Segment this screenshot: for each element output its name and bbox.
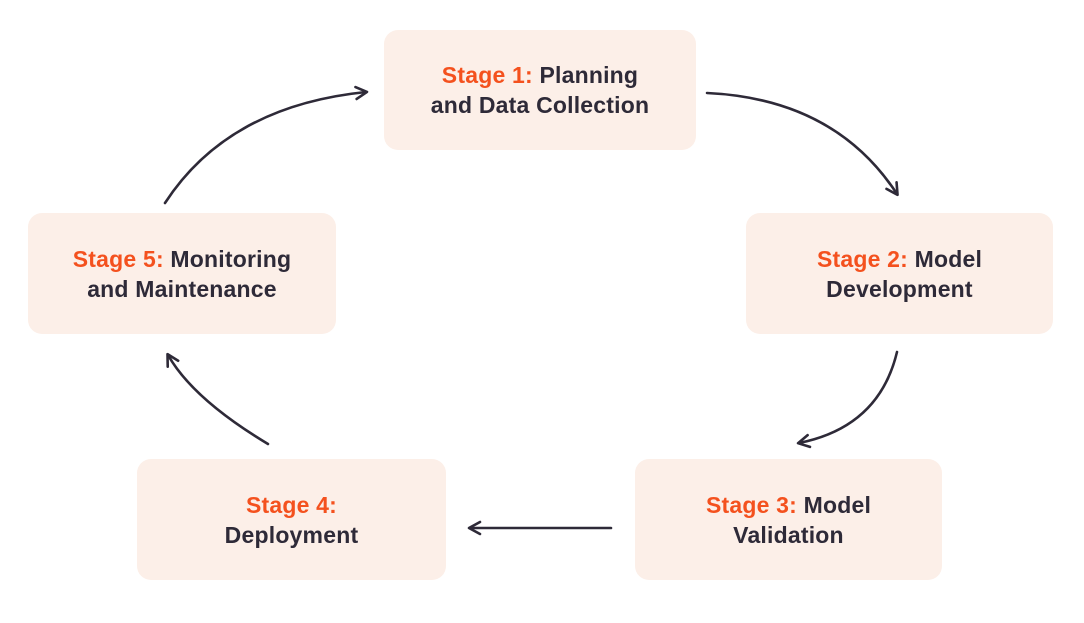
stage-2-label: Stage 2: Model Development (817, 244, 982, 304)
stage-3-label: Stage 3: Model Validation (706, 490, 871, 550)
stage-5-title: Monitoring and Maintenance (87, 245, 292, 302)
arrow-stage-2-to-stage-3 (796, 350, 899, 449)
stage-1-title: Planning and Data Collection (430, 62, 650, 118)
stage-4-title: Deployment (224, 521, 359, 548)
stage-1-label: Stage 1: Planning and Data Collection (431, 60, 650, 120)
stage-5-box: Stage 5: Monitoring and Maintenance (28, 213, 336, 334)
stage-3-prefix: Stage 3: (705, 491, 798, 518)
stage-4-label: Stage 4: Deployment (225, 490, 359, 550)
stage-5-prefix: Stage 5: (72, 245, 164, 272)
stage-2-box: Stage 2: Model Development (746, 213, 1053, 334)
stage-1-prefix: Stage 1: (441, 62, 533, 88)
stage-2-title: Model Development (826, 245, 983, 302)
arrow-stage-5-to-stage-1 (163, 85, 369, 205)
stage-2-prefix: Stage 2: (816, 245, 909, 272)
stage-3-box: Stage 3: Model Validation (635, 459, 942, 580)
stage-5-label: Stage 5: Monitoring and Maintenance (73, 244, 291, 304)
stage-3-title: Model Validation (733, 491, 872, 548)
stage-1-box: Stage 1: Planning and Data Collection (384, 30, 696, 150)
stage-4-prefix: Stage 4: (245, 491, 338, 518)
stage-4-box: Stage 4: Deployment (137, 459, 446, 580)
arrow-stage-1-to-stage-2 (705, 91, 899, 197)
arrow-stage-4-to-stage-5 (166, 352, 270, 446)
